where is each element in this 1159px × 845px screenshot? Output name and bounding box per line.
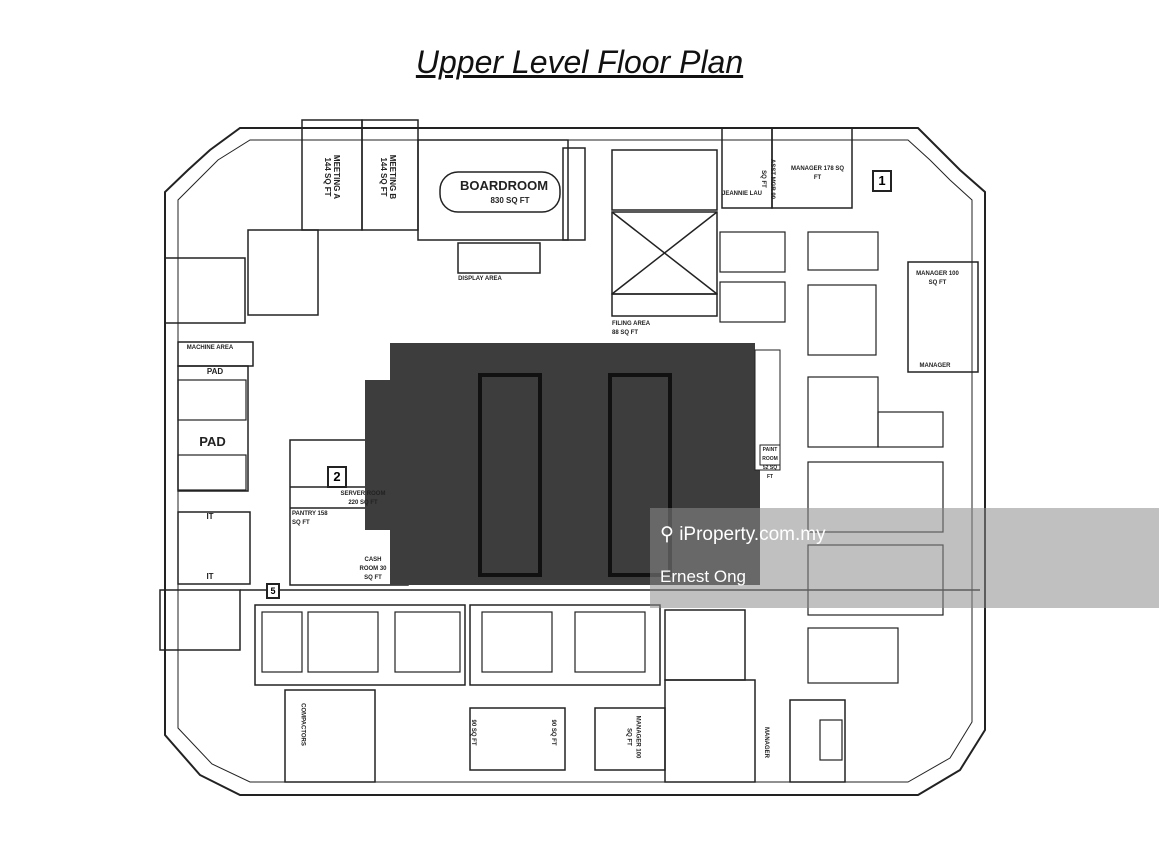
watermark-brand: ⚲ iProperty.com.my [660, 523, 826, 546]
cubicle-cluster [394, 611, 461, 673]
cubicle-cluster [261, 611, 303, 673]
office-room [164, 257, 246, 324]
location-pin-icon: ⚲ [660, 524, 674, 545]
pad-label-2: PAD [199, 434, 226, 449]
cabinet [562, 147, 586, 241]
office-room [159, 589, 241, 651]
building-outline [164, 127, 986, 796]
core-shaft [608, 373, 672, 577]
workstation-area [469, 604, 661, 686]
watermark-brand-text: iProperty.com.my [679, 524, 826, 545]
display-area-label: DISPLAY AREA [458, 276, 502, 282]
compactors-label: COMPACTORS [299, 703, 306, 746]
office-90a-label: 90 SQ FT [470, 719, 476, 746]
manager-office-top [771, 127, 853, 209]
server-room-label: SERVER ROOM 220 SQ FT [340, 491, 386, 506]
meeting-b-label: MEETING B 144 SQ FT [379, 154, 397, 200]
office-90-room [469, 707, 566, 771]
manager-top-label: MANAGER 178 SQ FT [790, 166, 844, 181]
inner-wall [177, 139, 973, 783]
stairs [611, 149, 718, 211]
marker-5: 5 [266, 583, 280, 599]
cubicle-cluster [877, 411, 944, 448]
manager-right-label: MANAGER 100 SQ FT [916, 271, 959, 286]
desk [819, 719, 843, 761]
boardroom-label: BOARDROOM [460, 178, 549, 193]
cubicle-cluster [177, 454, 247, 491]
office-room [247, 229, 319, 316]
cubicle-cluster [807, 376, 879, 448]
page-title: Upper Level Floor Plan [415, 44, 744, 80]
cubicle-cluster [807, 627, 899, 684]
marker-1: 1 [872, 170, 892, 192]
cubicle-cluster [807, 231, 879, 271]
manager-right-lower-label: MANAGER [919, 363, 951, 369]
cubicle-cluster [719, 231, 786, 273]
boardroom-room [417, 139, 569, 241]
it-label-2: IT [206, 572, 214, 581]
filing-area-label: FILING AREA 88 SQ FT [612, 321, 650, 336]
core-shaft [478, 373, 542, 577]
paint-room-label: PAINT ROOM 52 SQ FT [762, 447, 778, 480]
jeannie-lau-label: JEANNIE LAU [722, 191, 763, 197]
meeting-a-label: MEETING A 144 SQ FT [323, 154, 341, 200]
asst-mgr-label: ASST MGR 90 SQ FT [760, 158, 775, 199]
pad-label-1: PAD [206, 367, 224, 376]
boardroom-area: 830 SQ FT [490, 196, 530, 205]
watermark-agent: Ernest Ong [660, 567, 746, 586]
cubicle-cluster [574, 611, 646, 673]
manager-bottom-right-label: MANAGER [763, 727, 769, 758]
workstation-area [254, 604, 466, 686]
cubicle-cluster [807, 284, 877, 356]
compactors-room [284, 689, 376, 783]
cubicle-cluster [481, 611, 553, 673]
watermark-band [650, 508, 1159, 608]
manager-bottom-label: MANAGER 100 SQ FT [625, 715, 641, 759]
it-label-1: IT [206, 512, 214, 521]
cubicle-cluster [719, 281, 786, 323]
paint-room-box [759, 444, 781, 466]
machine-area-label: MACHINE AREA [186, 345, 234, 351]
display-area-box [457, 242, 541, 274]
boardroom-table [439, 171, 561, 213]
office-90b-label: 90 SQ FT [550, 719, 556, 746]
filing-area-box [611, 293, 718, 317]
it-room [177, 511, 251, 585]
marker-2: 2 [327, 466, 347, 488]
meeting-area [664, 679, 756, 783]
pantry-label: PANTRY 158 SQ FT [292, 511, 328, 526]
cubicle-cluster [307, 611, 379, 673]
void-cross-line [611, 211, 718, 295]
manager-office-bottom-right [789, 699, 846, 783]
manager-office-right [907, 261, 979, 373]
pad-room [177, 365, 249, 492]
office-room [664, 609, 746, 681]
cubicle-cluster [177, 379, 247, 421]
cash-room-label: CASH ROOM 30 SQ FT [359, 557, 387, 581]
